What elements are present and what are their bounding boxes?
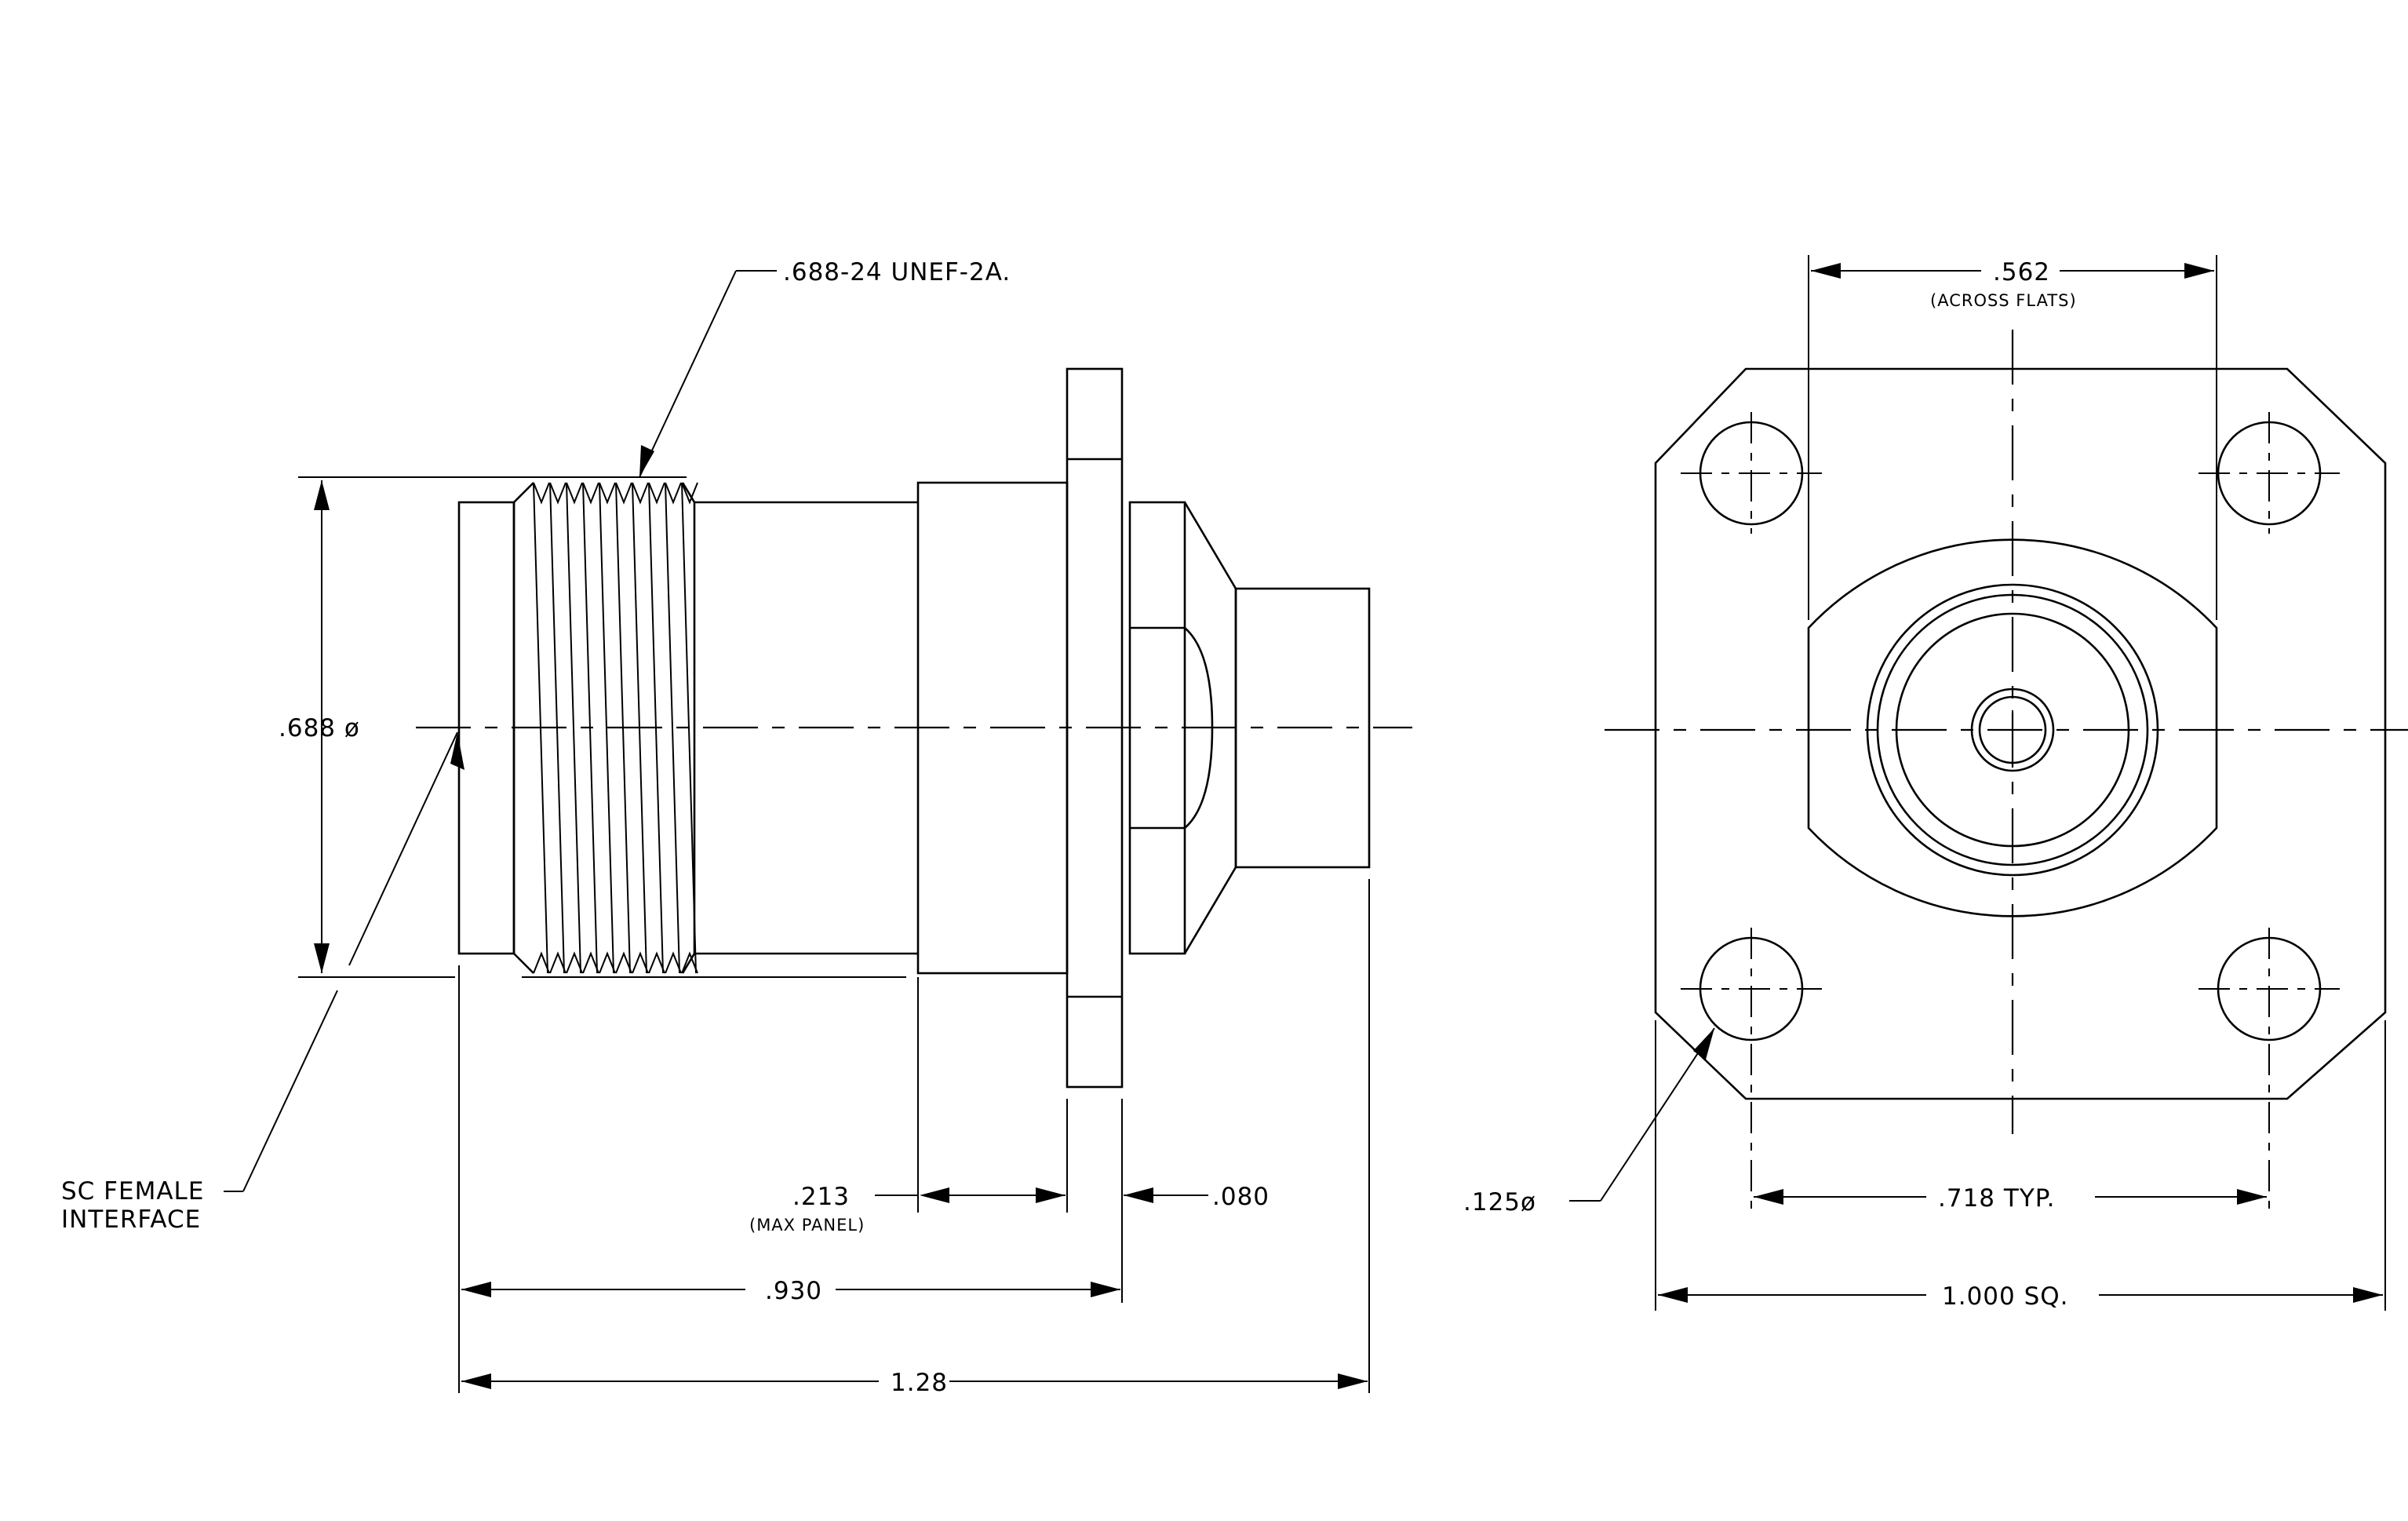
across-flats-note-label: (ACROSS FLATS)	[1930, 291, 2077, 310]
hole-diameter-label: .125ø	[1463, 1188, 1536, 1216]
diameter-label: .688 ø	[279, 714, 360, 742]
thread-section	[512, 482, 698, 974]
thread-tooth	[632, 482, 649, 505]
thread-tooth	[582, 951, 599, 974]
thread-tooth	[648, 951, 665, 974]
thread-tooth	[549, 951, 566, 974]
panel-note-label: (MAX PANEL)	[749, 1216, 865, 1235]
interface-label-line2: INTERFACE	[61, 1205, 201, 1234]
mounting-holes	[1699, 421, 2322, 1041]
thread-crest	[632, 482, 647, 974]
thread-tooth	[566, 951, 583, 974]
thread-tooth	[599, 482, 616, 505]
thread-tooth	[665, 951, 682, 974]
length-short-label: .930	[765, 1277, 822, 1305]
square-flange	[1654, 367, 2387, 1100]
thread-crest	[599, 482, 614, 974]
thread-tooth	[665, 482, 682, 505]
hex-body	[1807, 538, 2218, 917]
thread-tooth	[533, 951, 550, 974]
thread-tooth	[648, 482, 665, 505]
thread-tooth	[615, 951, 632, 974]
across-flats-value-label: .562	[1993, 258, 2050, 286]
hole-spacing-label: .718 TYP.	[1938, 1184, 2055, 1213]
panel-value-label: .213	[792, 1183, 850, 1211]
side-extension-lines	[298, 476, 1370, 1393]
thread-tooth	[599, 951, 616, 974]
flange-thickness-label: .080	[1212, 1183, 1270, 1211]
thread-crest	[615, 482, 631, 974]
thread-crest	[681, 482, 697, 974]
hole-centerlines	[1681, 412, 2340, 1216]
thread-tooth	[615, 482, 632, 505]
thread-tooth	[681, 482, 698, 505]
flange	[1066, 367, 1124, 1089]
thread-tooth	[632, 951, 649, 974]
thread-crest	[582, 482, 598, 974]
rear-barrel	[1234, 587, 1371, 869]
thread-spec-label: .688-24 UNEF-2A.	[783, 258, 1011, 286]
thread-crest	[549, 482, 565, 974]
thread-tooth	[582, 482, 599, 505]
thread-tooth	[566, 482, 583, 505]
thread-crest	[665, 482, 680, 974]
thread-crest	[533, 482, 548, 974]
interface-label-line1: SC FEMALE	[61, 1177, 204, 1205]
thread-tooth	[549, 482, 566, 505]
thread-crest	[648, 482, 664, 974]
thread-crest	[566, 482, 581, 974]
front-view: .562 (ACROSS FLATS) .718 TYP. 1.000 SQ. …	[1463, 255, 2408, 1311]
length-overall-label: 1.28	[891, 1369, 948, 1397]
flange-square-label: 1.000 SQ.	[1942, 1282, 2069, 1311]
thread-tooth	[681, 951, 698, 974]
side-view: .688-24 UNEF-2A. .688 ø SC FEMALE INTERF…	[61, 258, 1412, 1397]
thread-tooth	[533, 482, 550, 505]
